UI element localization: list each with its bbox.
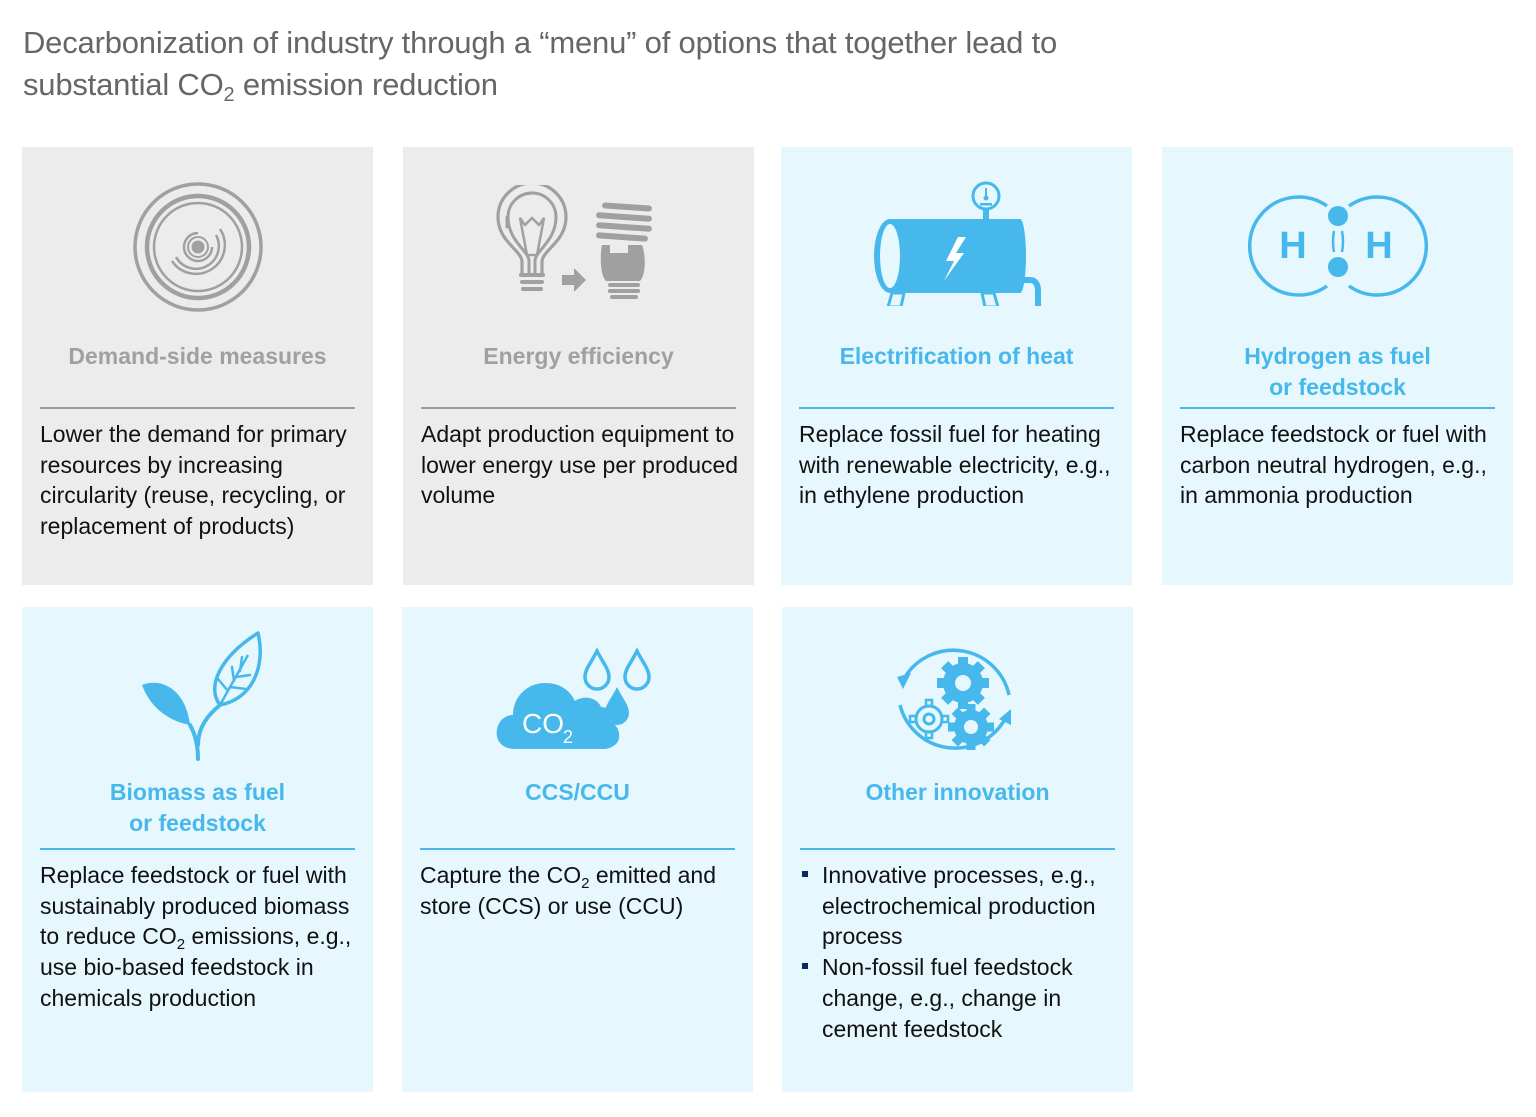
card-title-line: Hydrogen as fuel	[1244, 343, 1431, 369]
card-energy-efficiency: Energy efficiency Adapt production equip…	[403, 147, 754, 585]
card-title: Electrification of heat	[839, 343, 1074, 369]
divider	[800, 848, 1115, 850]
desc-subscript: 2	[176, 936, 186, 954]
card-other-innovation: Other innovation Innovative processes, e…	[782, 607, 1133, 1092]
card-title: Biomass as fuel or feedstock	[40, 777, 355, 839]
svg-text:H: H	[1279, 225, 1306, 267]
card-description: Adapt production equipment to lower ener…	[421, 421, 739, 509]
card-title: CCS/CCU	[525, 779, 630, 805]
svg-text:CO: CO	[522, 708, 564, 739]
bullet-item: Non-fossil fuel feedstock change, e.g., …	[800, 952, 1119, 1044]
title-text: substantial CO	[23, 67, 224, 102]
card-description: Replace feedstock or fuel with sustainab…	[40, 860, 359, 1014]
desc-subscript: 2	[581, 875, 590, 892]
card-biomass: Biomass as fuel or feedstock Replace fee…	[22, 607, 373, 1092]
divider	[40, 407, 355, 409]
card-title: Hydrogen as fuel or feedstock	[1180, 341, 1495, 403]
divider	[420, 848, 735, 850]
hydrogen-molecule-icon: H H	[1162, 191, 1513, 301]
gears-cycle-icon	[782, 639, 1133, 764]
bullet-item: Innovative processes, e.g., electrochemi…	[800, 860, 1119, 952]
card-title: Demand-side measures	[68, 343, 327, 369]
divider	[421, 407, 736, 409]
card-title: Other innovation	[865, 779, 1050, 805]
card-electrification-of-heat: Electrification of heat Replace fossil f…	[781, 147, 1132, 585]
svg-text:H: H	[1365, 225, 1392, 267]
bullet-list: Innovative processes, e.g., electrochemi…	[800, 860, 1119, 1044]
concentric-circles-icon	[22, 177, 373, 317]
divider	[799, 407, 1114, 409]
desc-text: emissions, e.g., use bio-based feedstock…	[40, 923, 352, 1011]
card-demand-side-measures: Demand-side measures Lower the demand fo…	[22, 147, 373, 585]
page-title: Decarbonization of industry through a “m…	[23, 22, 1323, 106]
svg-text:2: 2	[562, 727, 572, 747]
card-title-line: Biomass as fuel	[109, 779, 286, 805]
desc-text: emitted and store (CCS) or use (CCU)	[420, 862, 717, 919]
co2-cloud-drops-icon: CO 2	[402, 641, 753, 761]
title-text: emission reduction	[234, 67, 498, 102]
desc-text: Replace feedstock or fuel with sustainab…	[40, 862, 350, 950]
sprout-leaf-icon	[22, 627, 373, 767]
card-description: Lower the demand for primary resources b…	[40, 421, 347, 540]
card-description: Replace fossil fuel for heating with ren…	[799, 421, 1111, 509]
card-hydrogen: H H Hydrogen as fuel or feedstock Replac…	[1162, 147, 1513, 585]
divider	[1180, 407, 1495, 409]
card-ccs-ccu: CO 2 CCS/CCU Capture the CO2 emitted and…	[402, 607, 753, 1092]
card-description: Innovative processes, e.g., electrochemi…	[800, 860, 1119, 1044]
divider	[40, 848, 355, 850]
title-subscript: 2	[223, 84, 235, 106]
electric-tank-icon	[781, 181, 1132, 306]
card-title-line: or feedstock	[129, 810, 266, 836]
desc-text: Capture the CO	[420, 862, 582, 888]
card-title-line: or feedstock	[1269, 374, 1406, 400]
card-description: Replace feedstock or fuel with carbon ne…	[1180, 421, 1487, 509]
card-description: Capture the CO2 emitted and store (CCS) …	[420, 860, 739, 921]
title-line-1: Decarbonization of industry through a “m…	[23, 25, 1058, 60]
lightbulb-to-cfl-icon	[403, 185, 754, 300]
card-title: Energy efficiency	[483, 343, 674, 369]
title-line-2: substantial CO2 emission reduction	[23, 64, 1323, 106]
